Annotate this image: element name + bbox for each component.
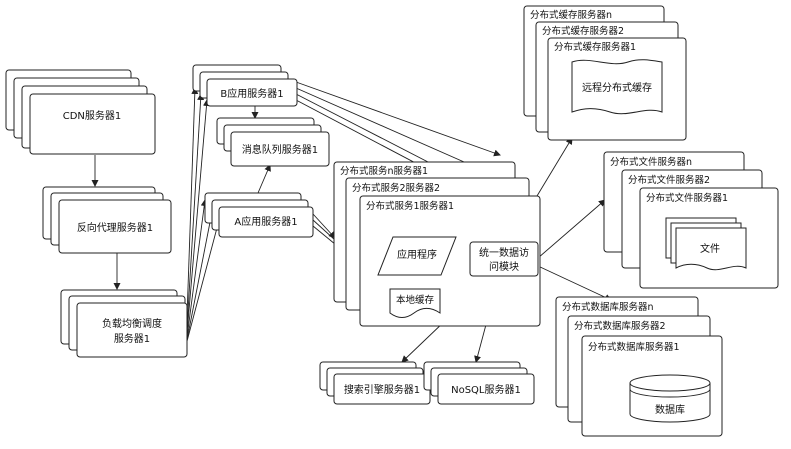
local-cache-shape [389,288,441,318]
edge-lb-to-app-a-3 [185,223,220,346]
edge-lb-to-app-b-1 [185,87,199,346]
cache-2-label: 分布式缓存服务器2 [542,25,624,37]
file-2-label: 分布式文件服务器2 [628,174,710,186]
app-server-b-label: B应用服务器1 [220,87,283,100]
load-balancer-label-line1: 负载均衡调度 [102,317,162,330]
file-doc-label: 文件 [700,242,720,255]
reverse-proxy-label: 反向代理服务器1 [77,221,153,234]
remote-cache-shape [571,59,663,115]
reverse-proxy-stack: 反向代理服务器1 [42,186,172,254]
edge-app-a-to-service-1 [312,213,336,239]
distributed-file-stack: 分布式文件服务器n 分布式文件服务器2 分布式文件服务器1 文件 [603,151,779,289]
edge-lb-to-app-a-1 [185,199,208,346]
distributed-db-stack: 分布式数据库服务器n 分布式数据库服务器2 分布式数据库服务器1 数据库 [555,296,723,437]
dist-service-1-label: 分布式服务1服务器1 [366,200,454,212]
distributed-cache-stack: 分布式缓存服务器n 分布式缓存服务器2 分布式缓存服务器1 远程分布式缓存 [523,5,687,141]
app-server-a-label: A应用服务器1 [234,215,297,228]
edge-access-to-file [537,199,606,259]
data-access-module [469,241,539,277]
search-engine-label: 搜索引擎服务器1 [344,383,420,396]
edge-app-b-to-service-1 [295,81,501,157]
nosql-label: NoSQL服务器1 [451,383,521,396]
nosql-stack: NoSQL服务器1 [423,361,535,405]
load-balancer-label-line2: 服务器1 [114,332,150,345]
file-doc-shape [675,227,747,271]
db-2-label: 分布式数据库服务器2 [574,320,666,332]
dist-service-2-label: 分布式服务2服务器2 [352,182,440,194]
cache-n-label: 分布式缓存服务器n [530,9,612,21]
cdn-server-stack: CDN服务器1 [5,69,156,155]
database-label: 数据库 [655,403,685,416]
app-server-b-stack: B应用服务器1 [192,64,298,107]
edge-app-a-to-mq [257,164,271,194]
local-cache-label: 本地缓存 [396,294,435,306]
distributed-service-stack: 分布式服务n服务器1 分布式服务2服务器2 分布式服务1服务器1 应用程序 本地… [333,161,541,327]
remote-cache-label: 远程分布式缓存 [582,81,652,94]
edge-lb-to-app-b-3 [185,99,210,346]
edge-access-to-db [537,265,612,301]
edge-lb-to-app-b-2 [185,93,205,346]
data-access-label-line1: 统一数据访 [479,246,529,259]
message-queue-label: 消息队列服务器1 [242,143,318,156]
data-access-label-line2: 问模块 [489,260,519,273]
file-1-label: 分布式文件服务器1 [646,192,728,204]
message-queue-stack: 消息队列服务器1 [216,117,330,167]
app-server-a-stack: A应用服务器1 [204,192,314,238]
dist-service-n-label: 分布式服务n服务器1 [340,165,428,177]
database-icon [629,374,711,423]
file-n-label: 分布式文件服务器n [610,156,692,168]
app-program-label: 应用程序 [397,248,437,261]
db-n-label: 分布式数据库服务器n [562,301,654,313]
app-program-shape [377,236,457,276]
db-1-label: 分布式数据库服务器1 [588,341,680,353]
cdn-server-label: CDN服务器1 [63,109,122,122]
edge-lb-to-app-a-2 [185,211,215,346]
cache-1-label: 分布式缓存服务器1 [554,41,636,53]
load-balancer-stack: 负载均衡调度 服务器1 [60,289,188,358]
search-engine-stack: 搜索引擎服务器1 [319,361,431,405]
